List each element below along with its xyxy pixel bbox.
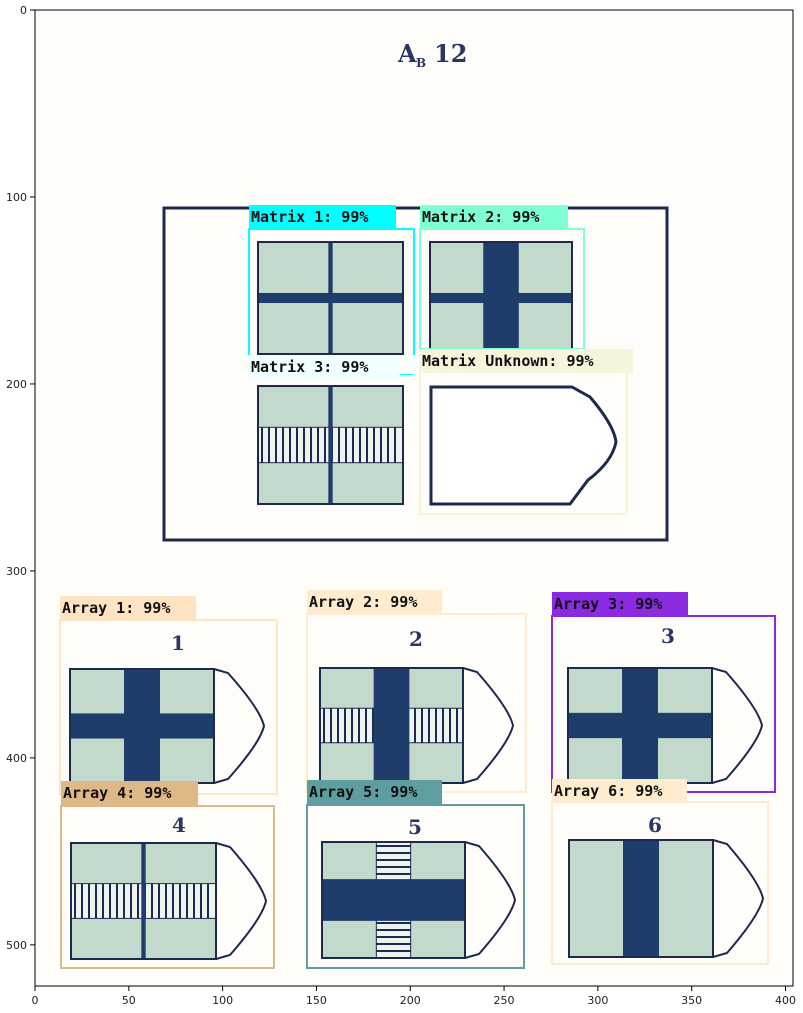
detection-label-bg: [552, 779, 687, 803]
detection-box: [306, 804, 525, 969]
detection-label: Array 2: 99%: [309, 593, 417, 611]
detection-8: Array 4: 99%: [60, 781, 275, 969]
title-number: 12: [434, 39, 467, 68]
detection-label-bg: [420, 205, 568, 229]
title-letter: A: [397, 39, 417, 68]
y-tick-label: 0: [20, 4, 27, 17]
detection-label: Matrix 3: 99%: [251, 358, 368, 376]
title-subscript: B: [416, 56, 426, 70]
array-number-1: 1: [171, 631, 185, 655]
x-tick-label: 0: [32, 994, 39, 1007]
detection-9: Array 5: 99%: [306, 780, 525, 969]
x-tick-label: 50: [122, 994, 136, 1007]
detection-7: Array 3: 99%: [551, 592, 776, 793]
detection-label: Array 4: 99%: [63, 784, 171, 802]
array-option-5-tab: [464, 841, 517, 959]
page-title: A B 12: [397, 39, 467, 70]
x-tick-label: 150: [306, 994, 327, 1007]
y-tick-label: 100: [6, 191, 27, 204]
array-number-3: 3: [661, 624, 675, 648]
x-tick-label: 350: [681, 994, 702, 1007]
detection-label-bg: [307, 590, 442, 614]
detection-label-bg: [60, 596, 196, 620]
x-tick-label: 200: [400, 994, 421, 1007]
detection-label: Array 6: 99%: [554, 782, 662, 800]
array-option-6-tab: [712, 839, 765, 958]
detection-5: Array 1: 99%: [59, 596, 278, 795]
matrix-cells: [257, 241, 618, 506]
array-option-4: [70, 842, 217, 960]
detection-10: Array 6: 99%: [551, 779, 769, 965]
detection-label: Array 3: 99%: [554, 595, 662, 613]
array-option-1-tab: [213, 668, 266, 784]
y-tick-label: 400: [6, 752, 27, 765]
matrix-cell-3: [257, 385, 404, 505]
array-number-2: 2: [409, 627, 423, 651]
array-option-5: [321, 841, 466, 959]
y-tick-label: 200: [6, 378, 27, 391]
detection-label: Matrix 2: 99%: [422, 208, 539, 226]
detection-overlays: Matrix 1: 99% Matrix 2: 99% Matrix 3: 99% M…: [59, 205, 776, 969]
detection-label-bg: [249, 205, 396, 229]
detection-2: Matrix 2: 99%: [419, 205, 585, 350]
x-tick-label: 250: [494, 994, 515, 1007]
detection-label: Matrix 1: 99%: [251, 208, 368, 226]
detection-label: Matrix Unknown: 99%: [422, 352, 594, 370]
y-tick-label: 300: [6, 565, 27, 578]
detection-box: [60, 805, 275, 969]
detection-label-bg: [552, 592, 688, 616]
matrix-cell-2: [429, 241, 573, 355]
x-tick-label: 100: [212, 994, 233, 1007]
array-options: [69, 667, 765, 960]
matrix-cell-1: [257, 241, 404, 355]
detection-label-bg: [420, 349, 633, 373]
detection-label: Array 5: 99%: [309, 783, 417, 801]
array-option-3-tab: [711, 667, 764, 784]
array-option-4-tab: [215, 842, 268, 960]
detection-3: Matrix 3: 99%: [248, 355, 415, 379]
detection-label-bg: [307, 780, 442, 804]
array-number-6: 6: [648, 813, 662, 837]
detection-4: Matrix Unknown: 99%: [419, 349, 633, 515]
detection-label-bg: [61, 781, 198, 805]
matrix-unknown-cell: [429, 385, 618, 506]
array-option-2-tab: [462, 667, 515, 784]
array-number-4: 4: [172, 813, 186, 837]
x-tick-label: 400: [775, 994, 796, 1007]
y-tick-label: 500: [6, 939, 27, 952]
array-number-5: 5: [408, 815, 422, 839]
axis-ticks: 0 50 100 150 200 250 300 350 400 0 100 200 300 400 500: [6, 4, 796, 1007]
array-option-2: [319, 667, 464, 784]
array-option-1: [69, 668, 215, 784]
x-tick-label: 300: [587, 994, 608, 1007]
detection-label-bg: [249, 355, 400, 379]
array-option-6: [568, 839, 714, 958]
matrix-outer-frame: [162, 206, 669, 542]
detection-label: Array 1: 99%: [62, 599, 170, 617]
array-option-3: [567, 667, 713, 784]
